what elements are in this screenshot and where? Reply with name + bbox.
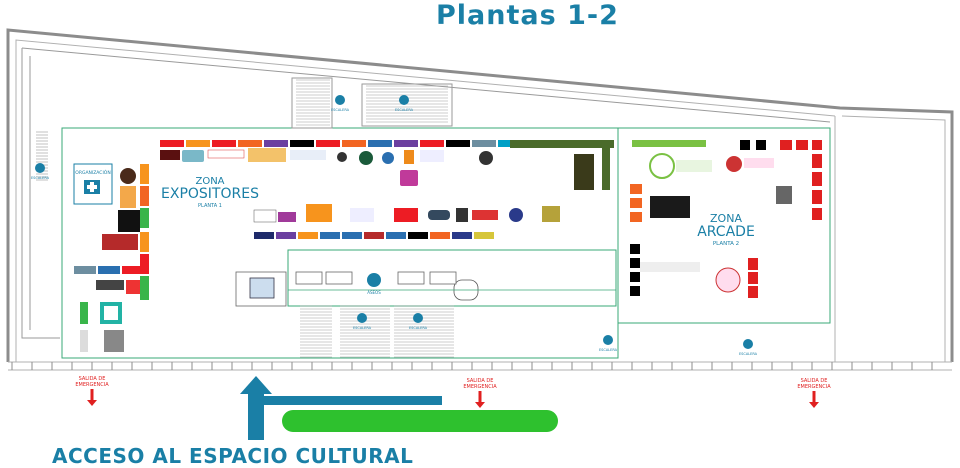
stand-block	[408, 232, 428, 239]
stand-block	[254, 232, 274, 239]
stand-block	[474, 232, 494, 239]
stair-label: ESCALERA	[395, 108, 414, 112]
access-arrows	[240, 376, 558, 440]
zona-expositores-name: EXPOSITORES	[161, 186, 259, 202]
stand-block	[342, 232, 362, 239]
stair-hatches	[36, 79, 454, 358]
emergency-exit-label: EMERGENCIA	[797, 384, 831, 390]
stair-marker: ESCALERA	[395, 95, 414, 112]
stair-marker: ESCALERA	[353, 313, 372, 330]
stair-label: ESCALERA	[31, 176, 50, 180]
zona-expositores-floor: PLANTA 1	[198, 203, 222, 209]
wall-ticks	[11, 362, 933, 370]
emergency-exit-label: SALIDA DE	[79, 376, 106, 382]
stand-block	[316, 140, 340, 147]
zona-arcade-name: ARCADE	[697, 224, 755, 240]
stand-block	[298, 232, 318, 239]
exhibitor-logos	[96, 148, 792, 301]
stair-markers: ESCALERA ESCALERA ESCALERA ESCALERA ESCALERA…	[31, 95, 758, 356]
stand-block	[386, 232, 406, 239]
stand-block	[342, 140, 366, 147]
zona-arcade-zona: ZONA	[710, 212, 742, 225]
stand-block	[364, 232, 384, 239]
zona-expositores-zona: ZONA	[195, 176, 224, 187]
access-label: ACCESO AL ESPACIO CULTURAL	[52, 444, 414, 468]
stand-block	[430, 232, 450, 239]
emergency-exit-label: SALIDA DE	[801, 378, 828, 384]
emergency-exit-label: EMERGENCIA	[463, 384, 497, 390]
organizacion-stand	[73, 163, 113, 205]
stand-strip-top	[160, 140, 522, 147]
map-title: Plantas 1-2	[436, 0, 619, 31]
stand-block	[276, 232, 296, 239]
stair-label: ESCALERA	[409, 326, 428, 330]
stand-block	[238, 140, 262, 147]
stair-marker: ESCALERA	[739, 339, 758, 356]
stand-block	[290, 140, 314, 147]
wall-hatch	[8, 39, 952, 371]
stand-block	[394, 140, 418, 147]
stair-marker: ESCALERA	[31, 163, 50, 180]
stair-marker: ESCALERA	[409, 313, 428, 330]
stair-label: ESCALERA	[331, 108, 350, 112]
central-block	[235, 271, 616, 307]
stair-label: ESCALERA	[599, 348, 618, 352]
stair-marker: ESCALERA	[599, 335, 618, 352]
stand-column-left	[74, 164, 149, 352]
emergency-exit-label: SALIDA DE	[467, 378, 494, 384]
stand-block	[320, 232, 340, 239]
stair-marker: ESCALERA	[331, 95, 350, 112]
stand-block	[446, 140, 470, 147]
building-walls	[6, 28, 954, 362]
toilet-icon	[367, 273, 381, 287]
stair-label: ESCALERA	[739, 352, 758, 356]
toilet-label: ASEOS	[367, 290, 381, 295]
upper-structure	[21, 47, 831, 339]
stand-block	[186, 140, 210, 147]
arcade-stands	[630, 140, 822, 298]
stair-label: ESCALERA	[353, 326, 372, 330]
stand-block	[212, 140, 236, 147]
stand-strip-middle	[254, 232, 494, 239]
stand-block	[472, 140, 496, 147]
emergency-exit-label: EMERGENCIA	[75, 382, 109, 388]
stand-block	[368, 140, 392, 147]
organizacion-label: ORGANIZACIÓN	[75, 169, 110, 176]
stand-block	[420, 140, 444, 147]
zona-arcade-floor: PLANTA 2	[713, 241, 739, 247]
stand-strip-right	[510, 140, 614, 190]
stand-block	[452, 232, 472, 239]
stand-block	[264, 140, 288, 147]
stand-block	[160, 140, 184, 147]
